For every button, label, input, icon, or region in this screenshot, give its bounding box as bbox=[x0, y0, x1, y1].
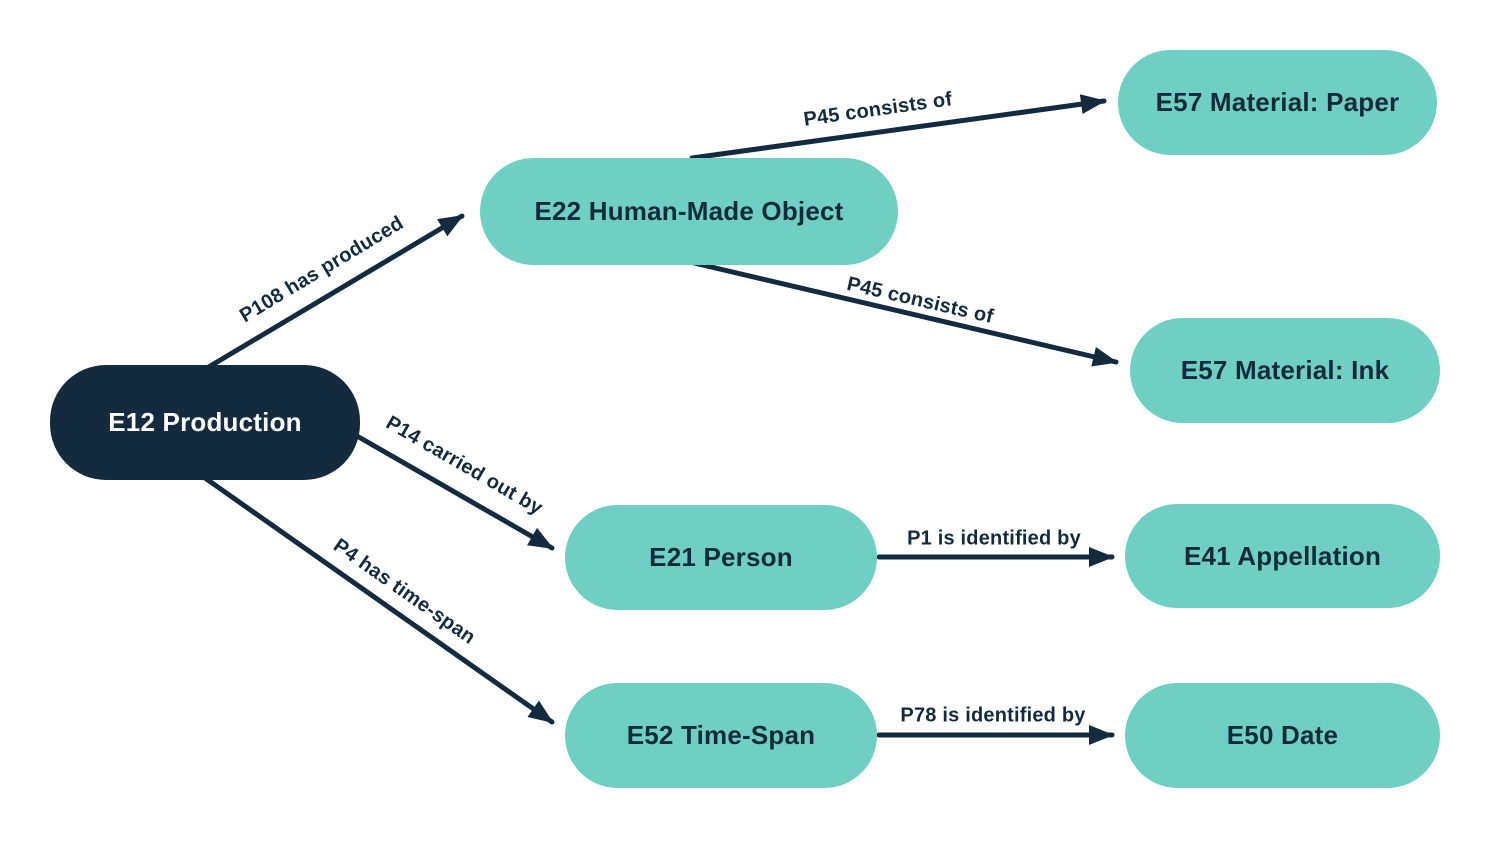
node-e22-human-made-object: E22 Human-Made Object bbox=[480, 158, 898, 265]
edge-label-p14-carried-out-by: P14 carried out by bbox=[382, 411, 547, 520]
edge-p108-has-produced bbox=[204, 213, 465, 371]
node-e12-production: E12 Production bbox=[50, 365, 360, 480]
edge-p45-consists-of-ink bbox=[687, 259, 1119, 367]
node-e52-time-span: E52 Time-Span bbox=[565, 683, 877, 788]
edge-label-p108-has-produced: P108 has produced bbox=[236, 212, 408, 328]
edge-label-p45-consists-of-paper: P45 consists of bbox=[802, 88, 954, 131]
node-e41-appellation-label: E41 Appellation bbox=[1183, 540, 1382, 571]
node-e50-date-label: E50 Date bbox=[1226, 720, 1339, 750]
edge-p4-has-time-span bbox=[202, 475, 555, 725]
node-e57-material-ink: E57 Material: Ink bbox=[1130, 318, 1440, 423]
edge-label-p78-is-identified-by: P78 is identified by bbox=[900, 704, 1086, 727]
edge-label-p1-is-identified-by: P1 is identified by bbox=[907, 527, 1081, 550]
node-e21-person-label: E21 Person bbox=[649, 542, 793, 572]
node-e57-material-ink-label: E57 Material: Ink bbox=[1180, 355, 1390, 385]
node-e52-time-span-label: E52 Time-Span bbox=[626, 720, 816, 750]
node-e22-human-made-object-label: E22 Human-Made Object bbox=[534, 196, 844, 226]
edge-label-p45-consists-of-ink: P45 consists of bbox=[844, 272, 996, 329]
node-e50-date: E50 Date bbox=[1125, 683, 1440, 788]
node-e57-material-paper: E57 Material: Paper bbox=[1118, 50, 1437, 155]
node-e21-person: E21 Person bbox=[565, 505, 877, 610]
edge-label-p4-has-time-span: P4 has time-span bbox=[329, 534, 480, 649]
node-e57-material-paper-label: E57 Material: Paper bbox=[1155, 87, 1400, 117]
node-e12-production-label: E12 Production bbox=[108, 407, 302, 437]
node-e41-appellation: E41 Appellation bbox=[1125, 504, 1440, 608]
